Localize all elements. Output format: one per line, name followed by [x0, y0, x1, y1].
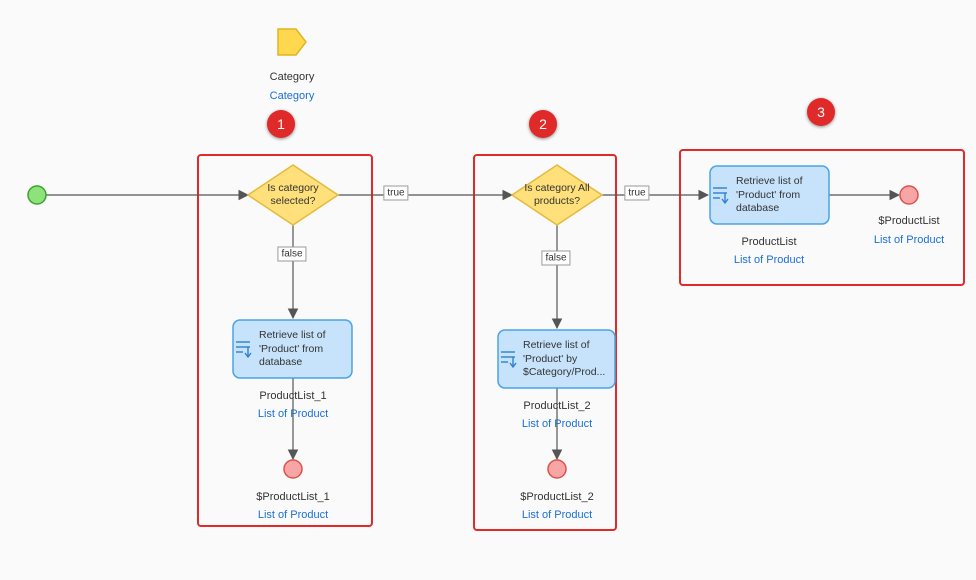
- end-event-1-name: $ProductList_1: [256, 491, 330, 503]
- parameter-icon[interactable]: [277, 28, 307, 56]
- flow-label-true-2: true: [624, 185, 650, 201]
- action-2-variable: ProductList_2: [523, 400, 591, 412]
- action-3-line: database: [736, 202, 780, 214]
- action-1-caption: Retrieve list of 'Product' from database: [259, 329, 326, 370]
- action-3-type-link[interactable]: List of Product: [733, 254, 805, 266]
- flow-label-false-2: false: [541, 250, 571, 266]
- annotation-frame-2: [473, 154, 617, 531]
- flow-label-false-1: false: [277, 246, 307, 262]
- end-event-3-type-link[interactable]: List of Product: [873, 234, 945, 246]
- action-3-line: 'Product' from: [736, 188, 801, 201]
- parameter-name: Category: [269, 71, 315, 83]
- decision-1-line2: selected?: [270, 195, 316, 207]
- decision-2-shape[interactable]: [510, 164, 604, 226]
- action-1-box[interactable]: [232, 319, 353, 379]
- flow-label-true-1: true: [383, 185, 409, 201]
- retrieve-icon: [713, 187, 729, 205]
- end-event-1-type-link[interactable]: List of Product: [257, 509, 329, 521]
- retrieve-icon: [501, 351, 517, 369]
- action-1-line: Retrieve list of: [259, 329, 326, 341]
- annotation-badge-2: 2: [529, 110, 557, 138]
- decision-1-label: Is category selected?: [267, 182, 318, 208]
- action-1-line: 'Product' from: [259, 342, 324, 355]
- decision-2-line2: products?: [533, 195, 581, 207]
- end-event-3[interactable]: [899, 185, 919, 205]
- action-1-variable: ProductList_1: [259, 390, 327, 402]
- end-event-2-type-link[interactable]: List of Product: [521, 509, 593, 521]
- annotation-badge-1: 1: [267, 110, 295, 138]
- action-2-caption: Retrieve list of 'Product' by $Category/…: [523, 339, 605, 380]
- action-2-line: 'Product' by: [523, 352, 578, 365]
- annotation-frame-3: [679, 149, 965, 286]
- action-3-variable: ProductList: [741, 236, 797, 248]
- start-event[interactable]: [27, 185, 47, 205]
- action-2-line: Retrieve list of: [523, 339, 590, 351]
- action-3-caption: Retrieve list of 'Product' from database: [736, 175, 803, 216]
- action-3-box[interactable]: [709, 165, 830, 225]
- annotation-frame-1: [197, 154, 373, 527]
- action-2-type-link[interactable]: List of Product: [521, 418, 593, 430]
- decision-1-line1: Is category: [267, 182, 319, 194]
- parameter-type-link[interactable]: Category: [269, 90, 315, 102]
- end-event-2[interactable]: [547, 459, 567, 479]
- action-2-line: $Category/Prod...: [523, 366, 606, 378]
- end-event-2-name: $ProductList_2: [520, 491, 594, 503]
- end-event-3-name: $ProductList: [878, 215, 940, 227]
- action-1-type-link[interactable]: List of Product: [257, 408, 329, 420]
- action-1-line: database: [259, 356, 303, 368]
- action-2-box[interactable]: [497, 329, 616, 389]
- decision-2-line1: Is category All: [524, 182, 590, 194]
- end-event-1[interactable]: [283, 459, 303, 479]
- retrieve-icon: [236, 341, 252, 359]
- decision-1-shape[interactable]: [246, 164, 340, 226]
- decision-2-label: Is category All products?: [524, 182, 589, 208]
- annotation-badge-3: 3: [807, 98, 835, 126]
- action-3-line: Retrieve list of: [736, 175, 803, 187]
